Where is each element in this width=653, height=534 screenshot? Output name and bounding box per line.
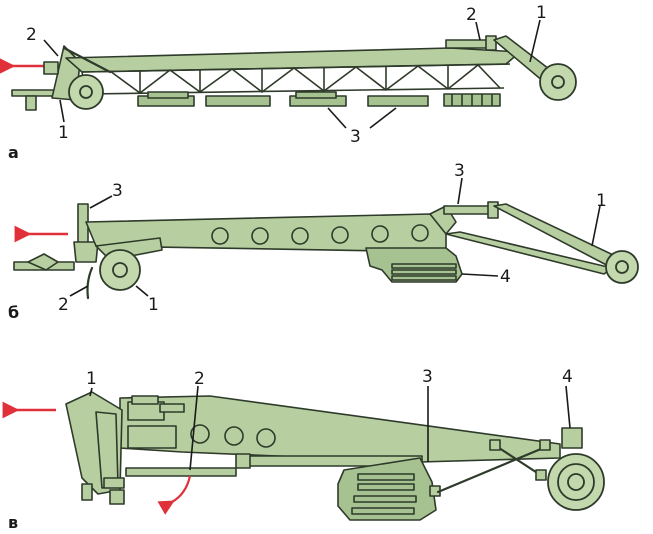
callout-v-4: 4 bbox=[562, 367, 573, 387]
working-tools-a bbox=[137, 91, 501, 107]
panel-a: 1 2 2 1 3 а bbox=[0, 3, 577, 162]
main-beam-b bbox=[85, 213, 447, 261]
panel-a-letter: а bbox=[8, 143, 19, 162]
callout-a-3: 3 bbox=[350, 127, 361, 147]
callout-b-2: 2 bbox=[58, 295, 69, 315]
hitch-assembly-b bbox=[13, 203, 99, 300]
callout-b-3-right: 3 bbox=[454, 161, 465, 181]
callout-a-1-right: 1 bbox=[536, 3, 547, 23]
main-boom-v bbox=[119, 395, 561, 463]
rear-wheel-v bbox=[547, 427, 605, 511]
callout-a-1-left: 1 bbox=[58, 123, 69, 143]
panel-v: 1 2 3 4 в bbox=[2, 367, 605, 532]
callout-a-2-left: 2 bbox=[26, 25, 37, 45]
front-frame-v bbox=[65, 391, 125, 505]
callout-v-2: 2 bbox=[194, 369, 205, 389]
rear-assembly-a bbox=[445, 35, 577, 101]
callout-v-1: 1 bbox=[86, 369, 97, 389]
panel-b-letter: б bbox=[8, 303, 19, 322]
callout-b-1-wheel: 1 bbox=[148, 295, 159, 315]
callout-b-4: 4 bbox=[500, 267, 511, 287]
working-unit-v bbox=[337, 457, 441, 521]
curved-arrow-icon bbox=[157, 475, 192, 515]
callout-b-3-left: 3 bbox=[112, 181, 123, 201]
callout-v-3: 3 bbox=[422, 367, 433, 387]
panel-v-letter: в bbox=[8, 513, 18, 532]
callout-b-1-right: 1 bbox=[596, 191, 607, 211]
truss-frame-a bbox=[62, 46, 521, 95]
rear-assembly-b bbox=[429, 201, 639, 284]
working-unit-b bbox=[365, 247, 463, 283]
panel-b: 3 3 1 4 2 1 б bbox=[8, 161, 639, 322]
hitch-assembly-a bbox=[11, 45, 81, 111]
callout-a-2-right: 2 bbox=[466, 5, 477, 25]
cylinder-v bbox=[125, 453, 423, 477]
